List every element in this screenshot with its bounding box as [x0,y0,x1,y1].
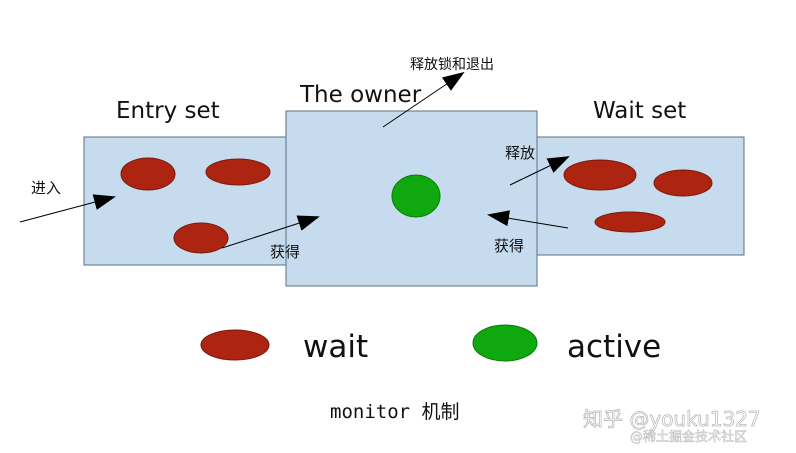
enter-arrow [19,194,116,223]
release-and-exit-label: 释放锁和退出 [410,57,494,73]
wait-thread [563,159,637,191]
watermark-line1: 知乎 @youku1327 [583,407,761,431]
entry-thread [120,157,176,191]
entry-thread [173,222,229,254]
owner-title: The owner [299,82,422,108]
wait-set-box [534,136,745,256]
release-and-exit-arrow [382,71,465,128]
diagram-caption: monitor 机制 [330,401,460,423]
acquire-from-wait-label: 获得 [494,237,524,255]
release-arrow [509,156,570,186]
owner-thread [391,174,441,218]
legend-wait-label: wait [303,329,368,365]
legend-active-label: active [567,329,661,365]
entry-thread [205,158,271,186]
wait-thread [594,211,666,233]
legend-wait-swatch [200,329,270,361]
enter-label: 进入 [31,179,61,197]
entry-set-title: Entry set [116,98,220,124]
watermark-line2: @稀土掘金技术社区 [630,429,747,445]
acquire-from-entry-arrow [221,215,320,249]
release-label: 释放 [505,144,535,162]
wait-thread [653,169,713,197]
legend-active-swatch [472,324,538,362]
acquire-from-wait-arrow [487,210,569,229]
acquire-from-entry-label: 获得 [270,243,300,261]
wait-set-title: Wait set [593,98,686,124]
